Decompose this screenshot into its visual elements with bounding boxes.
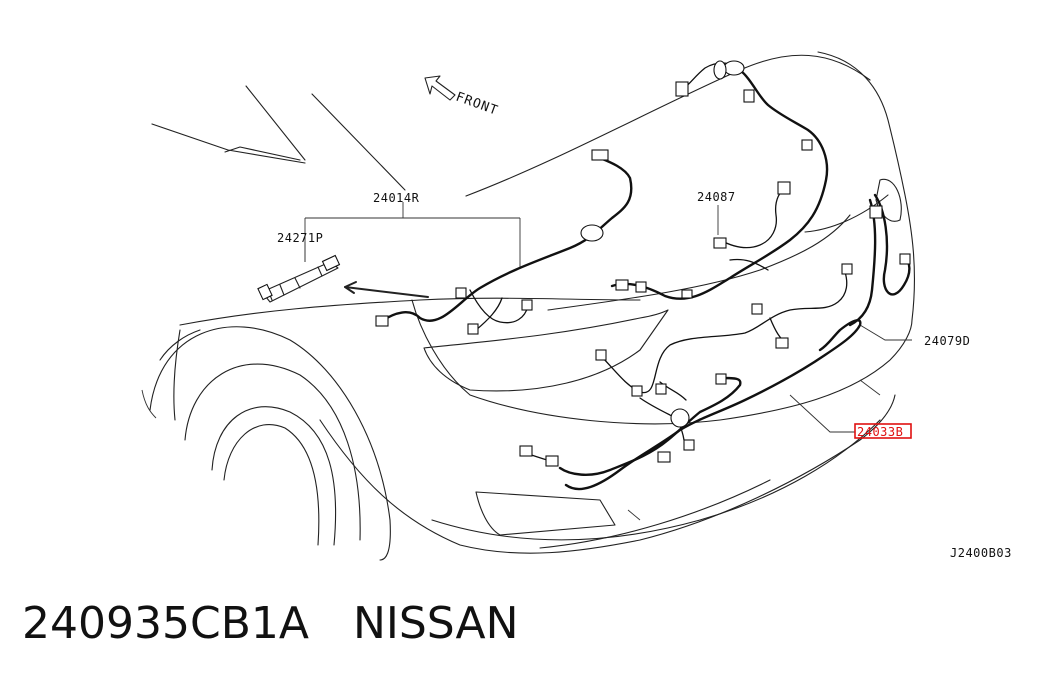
label-24033b: 24033B: [857, 425, 903, 439]
label-24087: 24087: [697, 190, 736, 204]
leader-lines: [304, 202, 912, 433]
harness-24079d: [595, 263, 853, 397]
harness-24033b: [519, 193, 911, 491]
drawing-code: J2400B03: [950, 546, 1012, 560]
part-labels: 24014R 24271P 24087 24079D 24033B J2400B…: [277, 190, 1012, 560]
highlight-box: [854, 423, 912, 439]
caption-brand: NISSAN: [352, 598, 519, 649]
harness-24087: [610, 60, 829, 300]
caption: 240935CB1A NISSAN: [22, 598, 563, 649]
car-body-outline: [141, 51, 915, 561]
front-arrow-icon: FRONT: [424, 75, 501, 119]
harness-24014r: [375, 149, 633, 335]
front-label: FRONT: [454, 90, 501, 119]
bracket-24271p: [257, 254, 341, 303]
caption-part-number: 240935CB1A: [22, 598, 309, 649]
label-24271p: 24271P: [277, 231, 323, 245]
label-24079d: 24079D: [924, 334, 970, 348]
label-24014r: 24014R: [373, 191, 420, 205]
